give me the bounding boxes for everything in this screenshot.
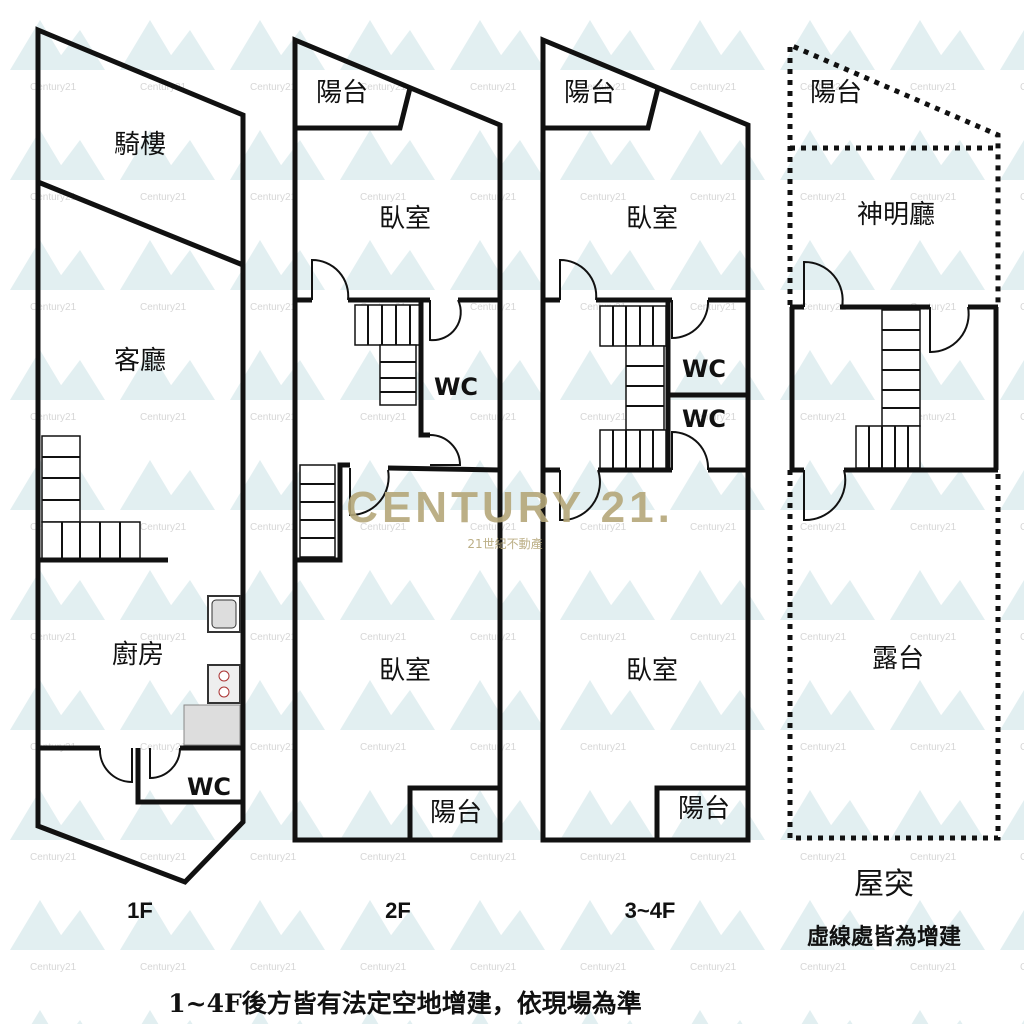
room-2f-bedroom-back: 臥室 [379,656,431,686]
room-living: 客廳 [114,346,166,376]
room-2f-balcony-front: 陽台 [316,78,368,108]
room-2f-wc: WC [434,373,478,401]
stairs-1f [40,435,168,563]
room-34f-bedroom-back: 臥室 [626,656,678,686]
stairs-2f [299,304,422,558]
room-arcade: 騎樓 [114,130,166,160]
wc-2f-wall [418,300,430,438]
arcade-wall [37,179,244,268]
room-34f-bedroom-front: 臥室 [626,204,678,234]
room-34f-balcony-front: 陽台 [564,78,616,108]
floor-label-1f: 1F [127,898,153,923]
floor-roof: 陽台 神明廳 露台 屋突 虛線處皆為增建 [787,41,1001,950]
door-2f-bedroom [311,258,350,301]
watermark-brand: CENTURY 21. [346,483,674,532]
floor-1f-outline [35,26,246,885]
footer-note: 1~4F後方皆有法定空地增建，依現場為準 [168,989,642,1018]
room-kitchen: 廚房 [112,640,164,670]
stairs-roof [855,309,921,469]
floor-3-4f: 陽台 臥室 WC WC 臥室 陽台 3~4F [540,36,751,923]
door-roof-back [803,469,847,522]
room-34f-balcony-back: 陽台 [678,794,730,824]
door-1f-left [98,747,133,784]
floor-label-3-4f: 3~4F [625,898,676,923]
door-34f-wc1 [671,299,710,340]
kitchen-appliances [183,595,241,746]
door-34f-bedroom [559,258,598,301]
room-wc-1f: WC [187,773,231,801]
floor-1f: 騎樓 客廳 廚房 WC 1F [35,26,246,923]
floor-label-roof: 屋突 [854,867,914,902]
floor-2f: 陽台 臥室 WC 臥室 陽台 2F [292,36,503,923]
balcony-back-2f [407,785,503,843]
room-roof-terrace: 露台 [872,644,924,674]
door-2f-back [349,468,390,517]
roof-note: 虛線處皆為增建 [807,924,961,950]
floor-label-2f: 2F [385,898,411,923]
room-34f-wc1: WC [682,355,726,383]
wc-1f-wall [135,748,243,805]
door-2f-hall [429,299,462,342]
room-34f-wc2: WC [682,405,726,433]
door-roof-side [929,306,970,354]
stairs-3-4f [599,305,667,471]
door-34f-back [559,469,601,522]
century21-watermark: CENTURY 21. 21世紀不動產 [346,483,674,551]
door-1f-right [149,747,181,780]
door-2f-wc [429,434,462,466]
door-roof-front [803,260,844,308]
room-2f-bedroom-front: 臥室 [379,204,431,234]
room-roof-balcony: 陽台 [810,78,862,108]
balcony-front-wall-2f [295,87,413,131]
door-34f-wc2 [671,430,710,471]
room-roof-shrine: 神明廳 [857,200,935,230]
counter [183,704,241,746]
room-2f-balcony-back: 陽台 [430,798,482,828]
watermark-subtitle: 21世紀不動產 [467,536,542,551]
